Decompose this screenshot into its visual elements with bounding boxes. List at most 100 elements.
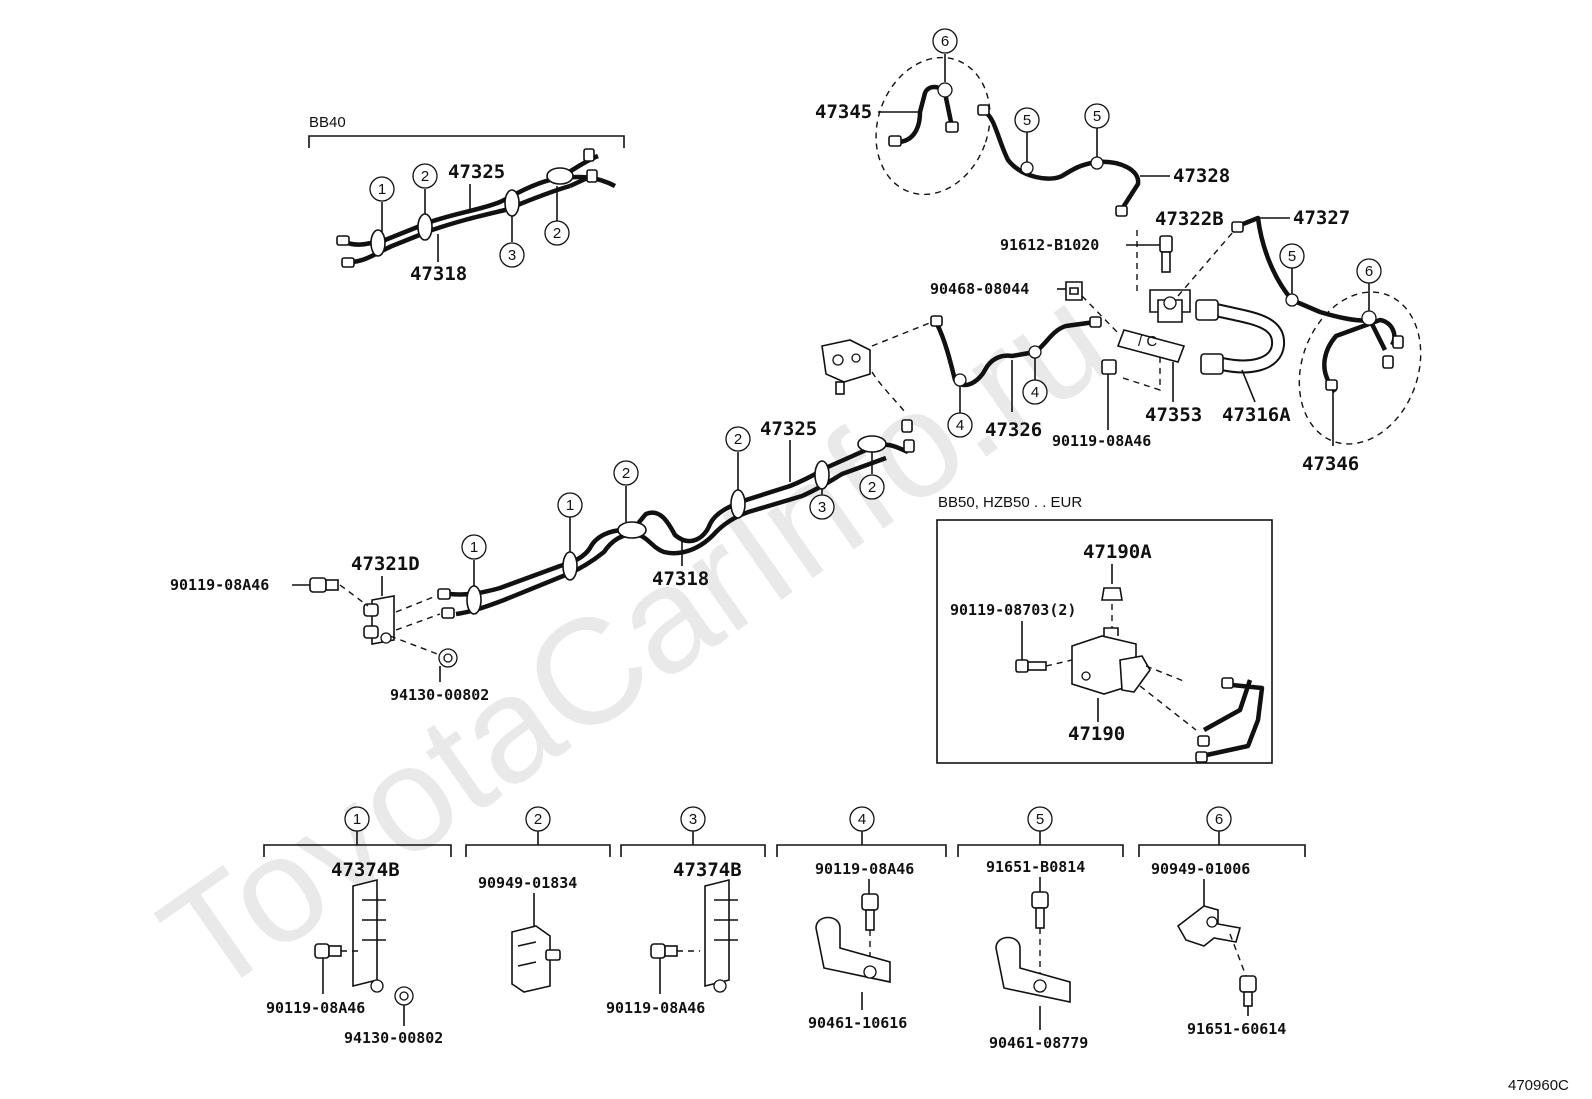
valve-47190 bbox=[1071, 627, 1151, 695]
label-47318-top: 47318 bbox=[410, 263, 467, 285]
legend-1-nut: 94130-00802 bbox=[344, 1029, 443, 1047]
pipe-47328 bbox=[983, 110, 1141, 214]
legend-3-part: 47374B bbox=[673, 859, 742, 881]
svg-text:5: 5 bbox=[1093, 108, 1101, 125]
svg-text:4: 4 bbox=[956, 417, 964, 434]
clamp-1-b bbox=[562, 551, 578, 581]
label-47326: 47326 bbox=[985, 419, 1042, 441]
svg-text:4: 4 bbox=[1031, 384, 1039, 401]
pipe-47326 bbox=[934, 319, 1096, 388]
label-47190A: 47190A bbox=[1083, 541, 1152, 563]
hose-47316A bbox=[1195, 299, 1285, 375]
svg-text:6: 6 bbox=[941, 33, 949, 50]
legend-3: 3 47374B 90119-08A46 bbox=[606, 806, 766, 1017]
label-90468: 90468-08044 bbox=[930, 280, 1029, 298]
svg-text:3: 3 bbox=[508, 247, 516, 264]
clamp-2-b bbox=[730, 489, 746, 519]
svg-text:1: 1 bbox=[566, 497, 574, 514]
label-47345: 47345 bbox=[815, 101, 872, 123]
svg-text:6: 6 bbox=[1365, 263, 1373, 280]
callout-6-b bbox=[1356, 258, 1382, 284]
legend-5: 5 91651-B0814 90461-08779 bbox=[957, 806, 1124, 1052]
svg-text:2: 2 bbox=[553, 225, 561, 242]
label-91612: 91612-B1020 bbox=[1000, 236, 1099, 254]
diagram-code: 470960C bbox=[1508, 1077, 1569, 1094]
svg-text:2: 2 bbox=[534, 811, 542, 828]
bb40-bracket bbox=[308, 135, 625, 148]
union-47322B bbox=[1149, 289, 1191, 323]
callout-5-b bbox=[1084, 103, 1110, 129]
label-90119-mid: 90119-08A46 bbox=[1052, 432, 1151, 450]
svg-text:3: 3 bbox=[689, 811, 697, 828]
clamp-1-a bbox=[466, 585, 482, 615]
legend-6-part: 90949-01006 bbox=[1151, 860, 1250, 878]
svg-text:2: 2 bbox=[868, 479, 876, 496]
bleeder-47190A bbox=[1101, 587, 1123, 601]
label-47325-top: 47325 bbox=[448, 161, 505, 183]
svg-text:2: 2 bbox=[421, 168, 429, 185]
label-47353: 47353 bbox=[1145, 404, 1202, 426]
legend-6-bolt: 91651-60614 bbox=[1187, 1020, 1286, 1038]
label-47316A: 47316A bbox=[1222, 404, 1291, 426]
callout-5-a bbox=[1014, 107, 1040, 133]
pipe-47327 bbox=[1237, 215, 1371, 323]
svg-text:2: 2 bbox=[734, 431, 742, 448]
label-90119-08703: 90119-08703(2) bbox=[950, 601, 1076, 619]
bolt-91612 bbox=[1159, 235, 1173, 253]
svg-text:5: 5 bbox=[1036, 811, 1044, 828]
callout-4-b bbox=[1022, 379, 1048, 405]
bolt-90119-08703 bbox=[1015, 659, 1029, 673]
section-label-bb40: BB40 bbox=[309, 114, 346, 131]
legend-4: 4 90119-08A46 90461-10616 bbox=[776, 806, 947, 1032]
callout-6-a bbox=[932, 28, 958, 54]
label-47318-main: 47318 bbox=[652, 568, 709, 590]
callout-4-a bbox=[947, 412, 973, 438]
svg-text:1: 1 bbox=[353, 811, 361, 828]
callout-5-c bbox=[1279, 243, 1305, 269]
section-label-bb50: BB50, HZB50 . . EUR bbox=[938, 494, 1082, 511]
label-47346: 47346 bbox=[1302, 453, 1359, 475]
legend-3-bolt: 90119-08A46 bbox=[606, 999, 705, 1017]
label-47327: 47327 bbox=[1293, 207, 1350, 229]
svg-text:4: 4 bbox=[858, 811, 866, 828]
valve-body bbox=[821, 339, 871, 395]
legend-5-part: 90461-08779 bbox=[989, 1034, 1088, 1052]
legend-4-bolt: 90119-08A46 bbox=[815, 860, 914, 878]
bolt-90119-mid bbox=[1101, 359, 1117, 375]
legend-1-part: 47374B bbox=[331, 859, 400, 881]
clamp-2-a bbox=[617, 521, 647, 539]
legend-2-part: 90949-01834 bbox=[478, 874, 577, 892]
legend-4-part: 90461-10616 bbox=[808, 1014, 907, 1032]
bracket-47353 bbox=[1116, 329, 1186, 363]
clip-90468 bbox=[1065, 281, 1083, 301]
bb50-box bbox=[936, 519, 1273, 764]
legend-1-bolt: 90119-08A46 bbox=[266, 999, 365, 1017]
svg-text:6: 6 bbox=[1215, 811, 1223, 828]
legend-6: 6 90949-01006 91651-60614 bbox=[1138, 806, 1306, 1038]
svg-text:/ C: / C bbox=[1138, 333, 1157, 350]
label-47325-main: 47325 bbox=[760, 418, 817, 440]
legend-1: 1 47374B 90119-08A46 94130-00802 bbox=[263, 806, 452, 1047]
clamp-2-c bbox=[857, 435, 887, 453]
label-94130-left: 94130-00802 bbox=[390, 686, 489, 704]
legend-2: 2 90949-01834 bbox=[465, 806, 611, 993]
bolt-90119-left bbox=[309, 577, 327, 593]
clamp-3 bbox=[814, 460, 830, 490]
svg-text:3: 3 bbox=[818, 499, 826, 516]
bb40-callouts: 1 2 3 2 bbox=[369, 163, 570, 268]
label-47190: 47190 bbox=[1068, 723, 1125, 745]
label-47328: 47328 bbox=[1173, 165, 1230, 187]
svg-text:2: 2 bbox=[622, 465, 630, 482]
label-47322B: 47322B bbox=[1155, 208, 1224, 230]
junction-47321D bbox=[363, 595, 395, 645]
svg-text:1: 1 bbox=[378, 181, 386, 198]
svg-text:1: 1 bbox=[470, 539, 478, 556]
wheel-area-left bbox=[875, 56, 991, 196]
svg-text:5: 5 bbox=[1288, 248, 1296, 265]
svg-text:5: 5 bbox=[1023, 112, 1031, 129]
label-47321D: 47321D bbox=[351, 553, 420, 575]
label-90119-left: 90119-08A46 bbox=[170, 576, 269, 594]
legend-5-bolt: 91651-B0814 bbox=[986, 858, 1085, 876]
